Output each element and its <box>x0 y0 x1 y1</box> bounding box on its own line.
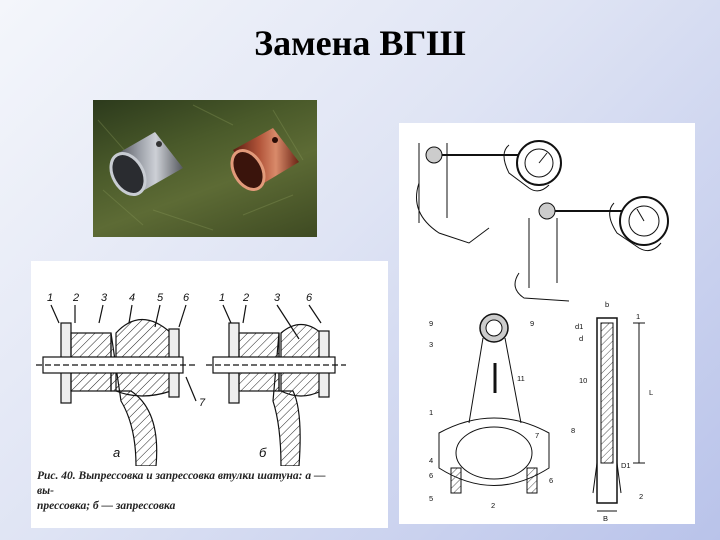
section-label-L: L <box>649 388 653 397</box>
bushing-press-drawing: 1 2 3 4 5 6 7 1 2 3 6 а б Рис. 40. Выпре… <box>31 261 388 528</box>
subfig-a-label: а <box>113 445 120 460</box>
caption-line-2: прессовка; б — запрессовка <box>37 500 176 512</box>
section-label-D1: D1 <box>621 461 631 470</box>
section-label-b: b <box>605 300 609 309</box>
label-a-7: 7 <box>199 397 206 409</box>
rod-label-5: 5 <box>429 494 433 503</box>
label-b-2: 2 <box>242 292 249 304</box>
label-a-3: 3 <box>101 292 108 304</box>
rod-label-1: 1 <box>429 408 433 417</box>
label-a-4: 4 <box>129 292 135 304</box>
bushings-photo <box>93 100 317 237</box>
rod-label-3: 3 <box>429 340 433 349</box>
slide-title: Замена ВГШ <box>254 23 466 63</box>
section-label-1: 1 <box>636 312 640 321</box>
rod-label-6-right: 6 <box>549 476 553 485</box>
subfig-b-label: б <box>259 445 267 460</box>
rod-diagram: 9 3 1 4 6 5 9 11 7 6 2 b 1 d1 d 10 L 8 D… <box>416 140 669 523</box>
figure-caption: Рис. 40. Выпрессовка и запрессовка втулк… <box>37 469 337 514</box>
label-a-5: 5 <box>157 292 164 304</box>
rod-label-2: 2 <box>491 501 495 510</box>
rod-label-6-left: 6 <box>429 471 433 480</box>
label-a-1: 1 <box>47 292 53 304</box>
section-label-d1: d1 <box>575 322 583 331</box>
section-label-d: d <box>579 334 583 343</box>
press-diagram: 1 2 3 4 5 6 7 1 2 3 6 а б <box>36 292 346 467</box>
caption-line-1: Рис. 40. Выпрессовка и запрессовка втулк… <box>37 470 326 497</box>
label-a-2: 2 <box>72 292 79 304</box>
section-label-2: 2 <box>639 492 643 501</box>
bushings-photo-image <box>97 104 304 231</box>
rod-label-9-left: 9 <box>429 319 433 328</box>
label-b-6: 6 <box>306 292 313 304</box>
section-label-B: B <box>603 514 608 523</box>
section-label-8: 8 <box>571 426 575 435</box>
connecting-rod-drawing: 9 3 1 4 6 5 9 11 7 6 2 b 1 d1 d 10 L 8 D… <box>399 123 695 524</box>
rod-label-9-right: 9 <box>530 319 534 328</box>
label-b-3: 3 <box>274 292 281 304</box>
rod-label-11: 11 <box>517 374 525 383</box>
section-label-10: 10 <box>579 376 587 385</box>
rod-label-4: 4 <box>429 456 433 465</box>
label-b-1: 1 <box>219 292 225 304</box>
rod-label-7: 7 <box>535 431 539 440</box>
label-a-6: 6 <box>183 292 190 304</box>
